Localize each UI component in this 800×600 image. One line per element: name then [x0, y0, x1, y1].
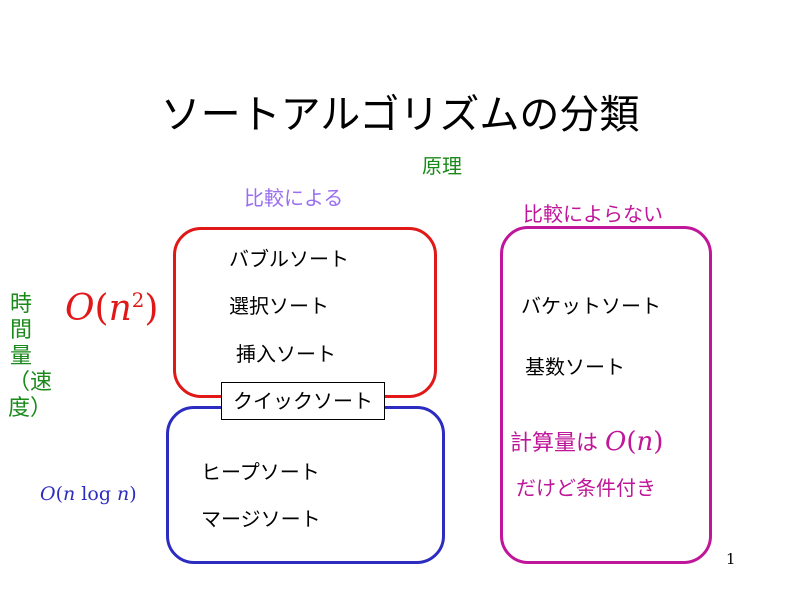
bubble-sort-label: バブルソート [229, 247, 349, 271]
non-comparison-group-box [500, 226, 712, 564]
merge-sort-label: マージソート [201, 507, 321, 531]
selection-sort-label: 選択ソート [229, 294, 329, 318]
principle-label: 原理 [422, 154, 462, 178]
radix-sort-label: 基数ソート [525, 355, 625, 379]
quadratic-complexity: O(n2) [65, 288, 159, 329]
quick-sort-label: クイックソート [221, 382, 385, 420]
insertion-sort-label: 挿入ソート [236, 342, 336, 366]
linear-complexity-note: 計算量は O(n) [510, 427, 664, 457]
bucket-sort-label: バケットソート [521, 294, 661, 318]
page-title: ソートアルゴリズムの分類 [160, 92, 640, 138]
comparison-label: 比較による [244, 186, 344, 210]
linear-condition-note: だけど条件付き [516, 476, 656, 500]
non-comparison-label: 比較によらない [523, 202, 663, 226]
nlogn-group-box [166, 406, 445, 564]
nlogn-complexity: O(n log n) [40, 483, 137, 505]
time-complexity-axis-label: 時間量（速度） [8, 292, 53, 421]
page-number: 1 [726, 550, 736, 568]
heap-sort-label: ヒープソート [201, 460, 320, 484]
